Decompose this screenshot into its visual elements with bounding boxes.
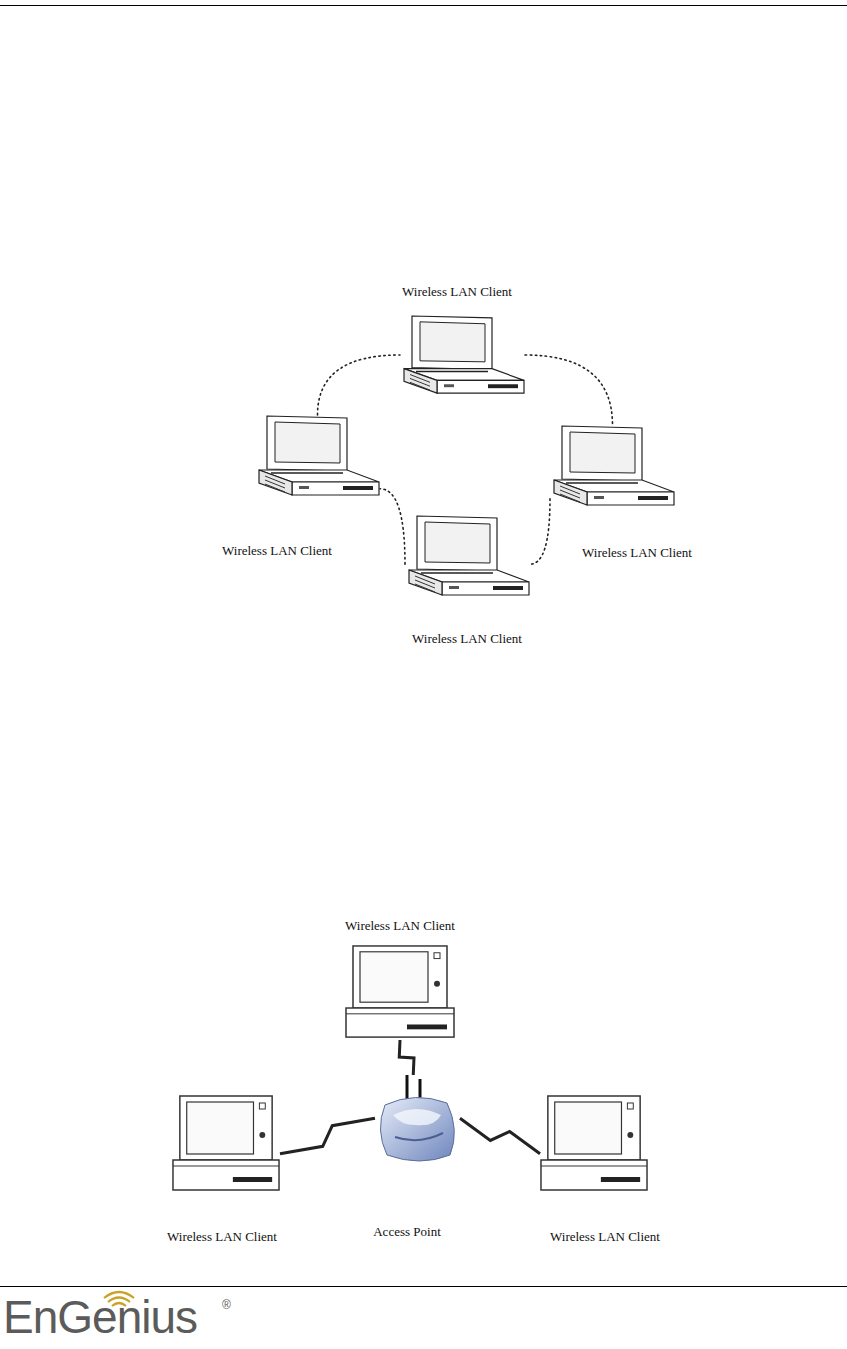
wireless-link xyxy=(280,1118,375,1154)
access-point-icon xyxy=(375,1075,460,1165)
node-label: Wireless LAN Client xyxy=(400,284,514,300)
laptop-icon xyxy=(255,415,380,497)
laptop-icon xyxy=(172,1095,280,1193)
laptop-icon xyxy=(400,315,525,395)
adhoc-link xyxy=(318,355,401,415)
adhoc-link xyxy=(525,355,613,425)
node-label: Wireless LAN Client xyxy=(343,918,457,934)
wireless-client: Wireless LAN Client xyxy=(345,945,455,1040)
access-point: Access Point xyxy=(375,1075,460,1165)
adhoc-link xyxy=(530,499,550,564)
top-rule xyxy=(0,5,847,6)
laptop-icon xyxy=(550,425,675,507)
wireless-client: Wireless LAN Client xyxy=(400,315,525,395)
wireless-client: Wireless LAN Client xyxy=(405,515,530,597)
wireless-link xyxy=(399,1040,414,1075)
brand-logo: EnGenius xyxy=(3,1290,197,1344)
wireless-client: Wireless LAN Client xyxy=(540,1095,648,1193)
node-label: Wireless LAN Client xyxy=(410,631,524,647)
laptop-icon xyxy=(345,945,455,1040)
laptop-icon xyxy=(405,515,530,597)
adhoc-link xyxy=(380,489,405,564)
node-label: Wireless LAN Client xyxy=(580,545,694,561)
node-label: Wireless LAN Client xyxy=(165,1229,279,1245)
laptop-icon xyxy=(540,1095,648,1193)
registered-mark: ® xyxy=(222,1298,231,1312)
bottom-rule xyxy=(0,1286,847,1287)
wireless-link xyxy=(460,1118,540,1154)
node-label: Access Point xyxy=(371,1224,443,1240)
wireless-client: Wireless LAN Client xyxy=(255,415,380,497)
node-label: Wireless LAN Client xyxy=(548,1229,662,1245)
wireless-client: Wireless LAN Client xyxy=(550,425,675,507)
wireless-client: Wireless LAN Client xyxy=(172,1095,280,1193)
node-label: Wireless LAN Client xyxy=(220,543,334,559)
